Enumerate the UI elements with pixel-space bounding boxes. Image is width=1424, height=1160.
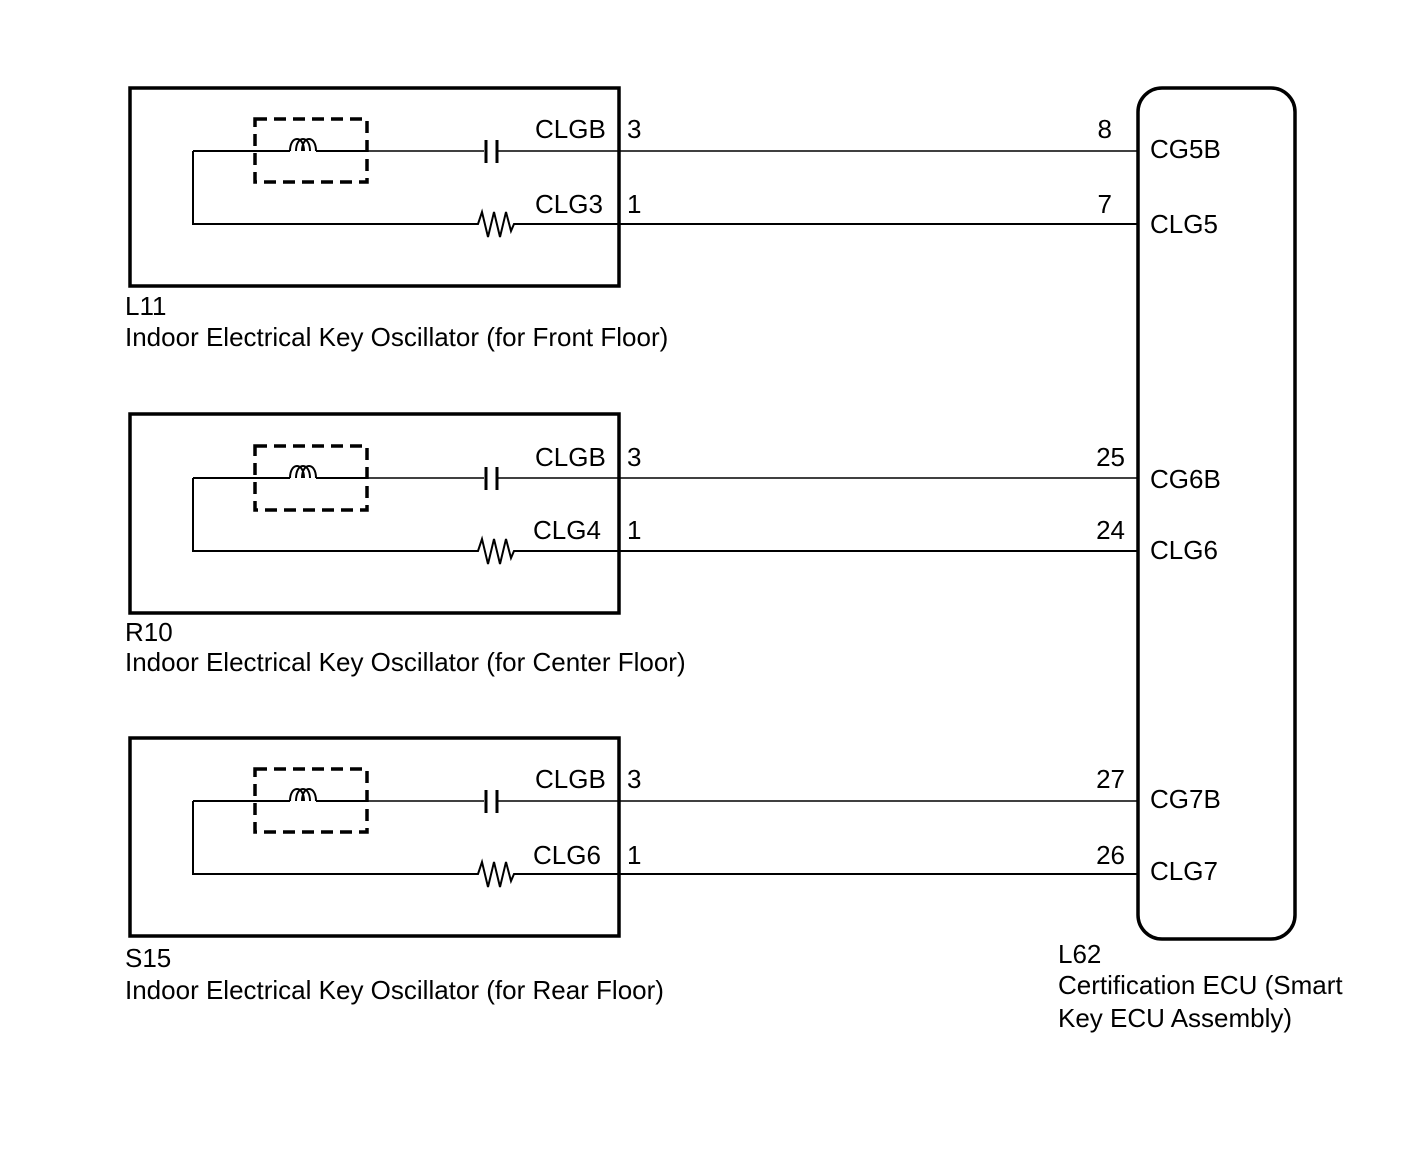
- oscillator-front-floor: CLGB 3 CLG3 1 8 7 CG5B CLG5 L11 Indoor E…: [125, 86, 1221, 352]
- capacitor-icon: [484, 140, 499, 163]
- upper-pin-no: 3: [627, 442, 641, 472]
- ecu-lower-pin-name: CLG7: [1150, 856, 1218, 886]
- upper-pin-no: 3: [627, 114, 641, 144]
- ecu-upper-pin-name: CG5B: [1150, 134, 1221, 164]
- coil-icon: [193, 788, 367, 802]
- oscillator-center-floor: CLGB 3 CLG4 1 25 24 CG6B CLG6 R10 Indoor…: [125, 412, 1221, 677]
- oscillator-rear-floor: CLGB 3 CLG6 1 27 26 CG7B CLG7 S15 Indoor…: [125, 736, 1221, 1005]
- upper-pin-name: CLGB: [535, 442, 606, 472]
- ecu-code: L62: [1058, 939, 1101, 969]
- ecu-lower-pin-name: CLG5: [1150, 209, 1218, 239]
- loop-wire: [192, 478, 472, 552]
- lower-pin-name: CLG4: [533, 515, 601, 545]
- resistor-icon: [472, 858, 1138, 888]
- ecu-lower-pin-name: CLG6: [1150, 535, 1218, 565]
- lower-pin-name: CLG6: [533, 840, 601, 870]
- oscillator-code: R10: [125, 617, 173, 647]
- ecu-upper-pin-name: CG7B: [1150, 784, 1221, 814]
- ecu-name-line2: Key ECU Assembly): [1058, 1003, 1292, 1033]
- lower-pin-name: CLG3: [535, 189, 603, 219]
- capacitor-icon: [484, 790, 499, 813]
- ecu-lower-pin-no: 7: [1098, 189, 1112, 219]
- ecu-lower-pin-no: 24: [1096, 515, 1125, 545]
- oscillator-name: Indoor Electrical Key Oscillator (for Fr…: [125, 322, 668, 352]
- lower-pin-no: 1: [627, 515, 641, 545]
- coil-icon: [193, 465, 367, 479]
- oscillator-box: [128, 412, 621, 615]
- ecu-lower-pin-no: 26: [1096, 840, 1125, 870]
- ecu-name-line1: Certification ECU (Smart: [1058, 970, 1343, 1000]
- loop-wire: [192, 151, 472, 225]
- lower-pin-no: 1: [627, 840, 641, 870]
- capacitor-icon: [484, 467, 499, 490]
- ecu-upper-pin-no: 25: [1096, 442, 1125, 472]
- oscillator-code: S15: [125, 943, 171, 973]
- ecu-upper-pin-name: CG6B: [1150, 464, 1221, 494]
- ecu-box: [1136, 86, 1297, 941]
- oscillator-code: L11: [125, 291, 166, 321]
- oscillator-name: Indoor Electrical Key Oscillator (for Re…: [125, 975, 664, 1005]
- upper-pin-name: CLGB: [535, 114, 606, 144]
- resistor-icon: [472, 208, 1138, 238]
- ecu-upper-pin-no: 27: [1096, 764, 1125, 794]
- coil-icon: [193, 138, 367, 152]
- lower-pin-no: 1: [627, 189, 641, 219]
- upper-pin-no: 3: [627, 764, 641, 794]
- upper-pin-name: CLGB: [535, 764, 606, 794]
- ecu-upper-pin-no: 8: [1098, 114, 1112, 144]
- oscillator-box: [128, 736, 621, 938]
- oscillator-box: [128, 86, 621, 288]
- resistor-icon: [472, 535, 1138, 565]
- oscillator-name: Indoor Electrical Key Oscillator (for Ce…: [125, 647, 686, 677]
- loop-wire: [192, 801, 472, 875]
